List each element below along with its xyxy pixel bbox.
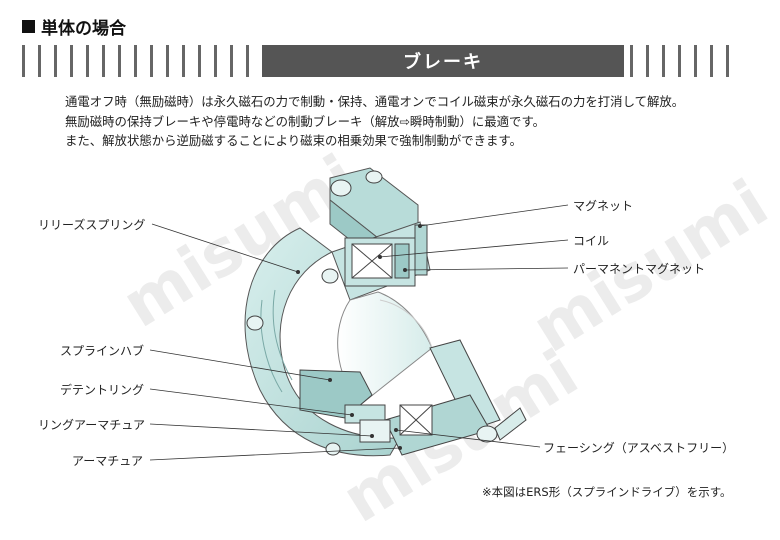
label-detent-ring: デテントリング <box>60 383 145 397</box>
label-coil: コイル <box>573 234 610 248</box>
label-facing: フェーシング（アスベストフリー） <box>543 441 735 455</box>
lower-right-section <box>384 339 501 456</box>
square-bullet-icon <box>22 20 35 33</box>
label-permanent-magnet: パーマネントマグネット <box>573 262 706 276</box>
spline-hub <box>299 369 391 443</box>
section-title: 単体の場合 <box>41 19 126 39</box>
section-header: 単体の場合 <box>22 14 126 39</box>
magnet-coil-section <box>344 224 428 287</box>
banner-title: ブレーキ <box>262 45 624 77</box>
label-ring-armature: リングアーマチュア <box>38 418 146 432</box>
description-line: 無励磁時の保持ブレーキや停電時などの制動ブレーキ（解放⇨瞬時制動）に最適です。 <box>65 113 545 129</box>
label-magnet: マグネット <box>573 199 634 213</box>
description: 通電オフ時（無励磁時）は永久磁石の力で制動・保持、通電オンでコイル磁束が永久磁石… <box>65 92 684 151</box>
figure-note: ※本図はERS形（スプラインドライブ）を示す。 <box>482 485 732 499</box>
label-spline-hub: スプラインハブ <box>60 344 145 358</box>
screw-icons <box>246 268 527 456</box>
label-release-spring: リリーズスプリング <box>38 218 146 232</box>
label-armature: アーマチュア <box>72 454 144 468</box>
description-line: 通電オフ時（無励磁時）は永久磁石の力で制動・保持、通電オンでコイル磁束が永久磁石… <box>65 94 685 109</box>
title-banner: ブレーキ <box>22 45 742 77</box>
leader-dots <box>296 224 422 450</box>
leader-lines <box>149 204 569 461</box>
description-line: また、解放状態から逆励磁することにより磁束の相乗効果で強制制動ができます。 <box>65 133 522 148</box>
